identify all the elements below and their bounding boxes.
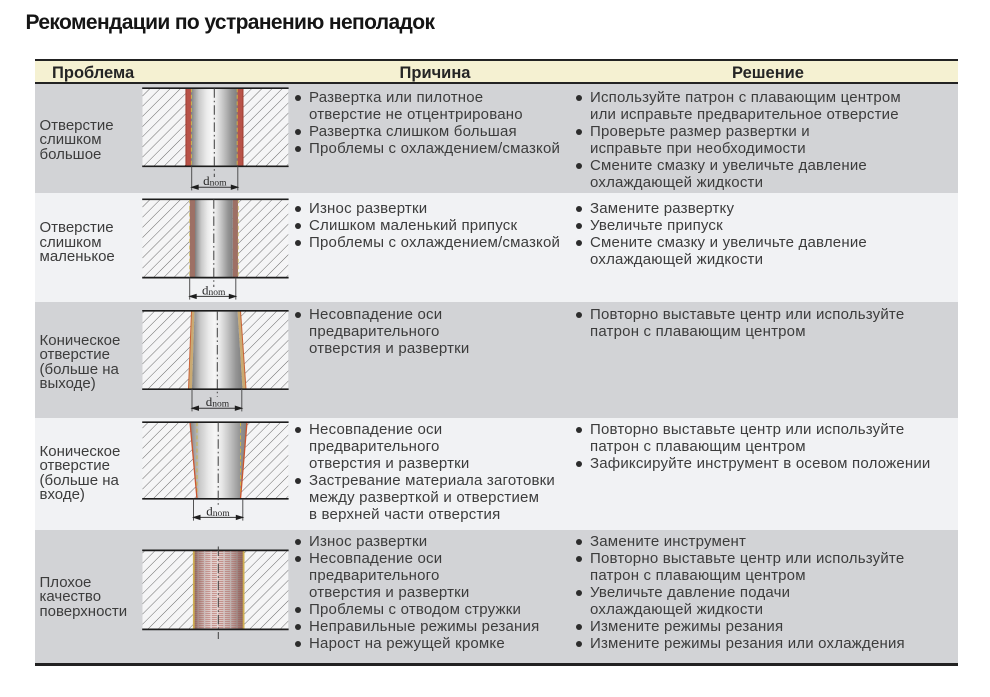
svg-text:dnom: dnom	[206, 503, 230, 519]
svg-text:dnom: dnom	[202, 282, 226, 298]
svg-text:dnom: dnom	[203, 173, 227, 189]
